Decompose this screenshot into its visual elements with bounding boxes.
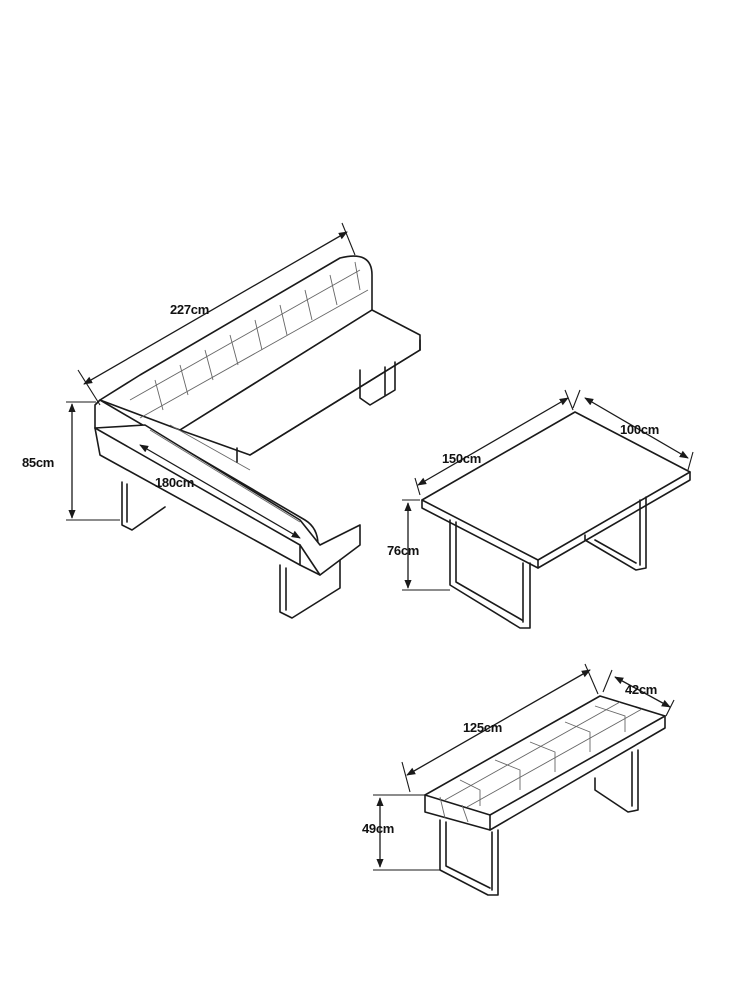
dim-sofa-seat-length: 180cm — [155, 475, 194, 490]
dim-bench-depth: 42cm — [625, 682, 657, 697]
dim-sofa-back-length: 227cm — [170, 302, 209, 317]
dim-bench-length: 125cm — [463, 720, 502, 735]
dim-table-width: 100cm — [620, 422, 659, 437]
sofa-dimensions: 227cm 85cm 180cm — [22, 222, 356, 539]
table-leg-back — [584, 496, 647, 571]
table-dimensions: 150cm 100cm 76cm — [387, 389, 694, 591]
dim-table-length: 150cm — [442, 451, 481, 466]
dim-sofa-height: 85cm — [22, 455, 54, 470]
dim-bench-height: 49cm — [362, 821, 394, 836]
bench-leg-back — [594, 749, 639, 813]
dining-table — [421, 411, 691, 629]
bench-dimensions: 125cm 42cm 49cm — [362, 663, 675, 871]
table-leg-front — [449, 519, 531, 629]
sofa-leg-front — [279, 559, 341, 619]
bench — [424, 695, 666, 896]
dim-table-height: 76cm — [387, 543, 419, 558]
sofa-leg-back — [359, 361, 396, 406]
bench-leg-front — [439, 819, 499, 896]
corner-sofa — [94, 255, 421, 619]
